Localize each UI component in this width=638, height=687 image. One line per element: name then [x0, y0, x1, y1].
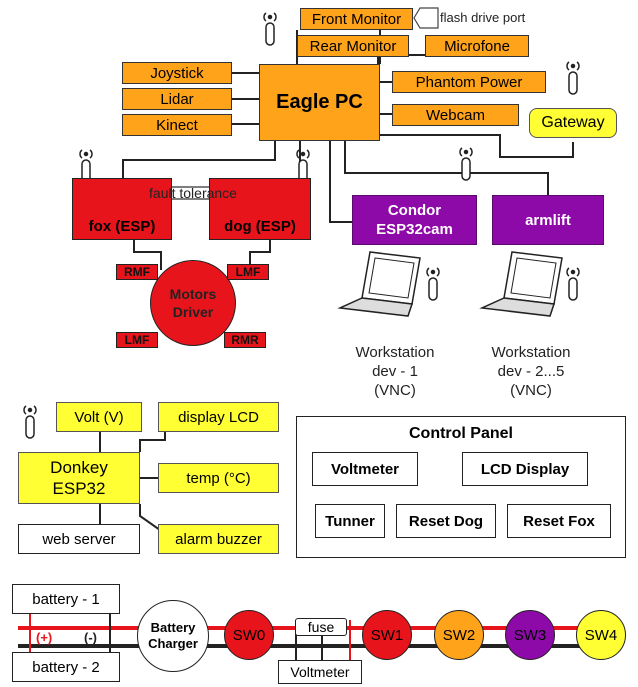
condor-esp32cam-box: Condor ESP32cam — [352, 195, 477, 245]
kinect-box: Kinect — [122, 114, 232, 136]
reset-dog-button[interactable]: Reset Dog — [396, 504, 496, 538]
fuse-box: fuse — [295, 618, 347, 636]
battery-2-box: battery - 2 — [12, 652, 120, 682]
microfone-box: Microfone — [425, 35, 529, 57]
rear-monitor-box: Rear Monitor — [297, 35, 409, 57]
donkey-esp32-box: Donkey ESP32 — [18, 452, 140, 504]
volt-box: Volt (V) — [56, 402, 142, 432]
battery-label: Battery — [150, 620, 196, 635]
reset-fox-button[interactable]: Reset Fox — [507, 504, 611, 538]
sw4-circle: SW4 — [576, 610, 626, 660]
sw1-circle: SW1 — [362, 610, 412, 660]
tunner-button[interactable]: Tunner — [315, 504, 385, 538]
battery-1-box: battery - 1 — [12, 584, 120, 614]
ws1-line2: dev - 1 — [372, 363, 418, 380]
front-monitor-box: Front Monitor — [300, 8, 413, 30]
rmf-box: RMF — [116, 264, 158, 280]
display-lcd-box: display LCD — [158, 402, 279, 432]
ws1-line3: (VNC) — [374, 382, 416, 399]
antenna-icon — [23, 12, 580, 439]
web-server-box: web server — [18, 524, 140, 554]
lmf-top-box: LMF — [227, 264, 269, 280]
voltmeter-box: Voltmeter — [278, 660, 362, 684]
temp-box: temp (°C) — [158, 463, 279, 493]
flash-drive-arrow-icon — [413, 7, 439, 29]
positive-terminal-label: (+) — [36, 630, 53, 645]
eagle-pc-box: Eagle PC — [259, 64, 380, 141]
flash-drive-port-label: flash drive port — [440, 10, 526, 25]
laptop-icon — [337, 251, 563, 317]
battery-charger-circle: Battery Charger — [137, 600, 209, 672]
ws2-line2: dev - 2...5 — [497, 363, 565, 380]
ws2-line3: (VNC) — [510, 382, 552, 399]
driver-label: Driver — [172, 304, 214, 320]
workstation-1-label: Workstation dev - 1 (VNC) — [343, 343, 447, 400]
lidar-box: Lidar — [122, 88, 232, 110]
joystick-box: Joystick — [122, 62, 232, 84]
gateway-box: Gateway — [529, 108, 617, 138]
rmr-box: RMR — [224, 332, 266, 348]
donkey-label: Donkey — [50, 458, 108, 477]
ws2-line1: Workstation — [491, 344, 571, 361]
control-panel-title: Control Panel — [408, 425, 513, 442]
voltmeter-button[interactable]: Voltmeter — [312, 452, 418, 486]
fox-esp-box: fox (ESP) — [72, 178, 172, 240]
workstation-2-label: Workstation dev - 2...5 (VNC) — [476, 343, 586, 400]
sw0-circle: SW0 — [224, 610, 274, 660]
ws1-line1: Workstation — [355, 344, 435, 361]
lmf-bottom-box: LMF — [116, 332, 158, 348]
esp32-label: ESP32 — [52, 479, 106, 498]
phantom-power-box: Phantom Power — [392, 71, 546, 93]
motors-label: Motors — [169, 286, 217, 302]
negative-terminal-label: (-) — [84, 630, 97, 645]
armlift-box: armlift — [492, 195, 604, 245]
alarm-buzzer-box: alarm buzzer — [158, 524, 279, 554]
charger-label: Charger — [148, 636, 198, 651]
esp32cam-label: ESP32cam — [376, 221, 453, 238]
lcd-display-button[interactable]: LCD Display — [462, 452, 588, 486]
motors-driver-circle: Motors Driver — [150, 260, 236, 346]
sw3-circle: SW3 — [505, 610, 555, 660]
dog-esp-box: dog (ESP) — [209, 178, 311, 240]
fault-tolerance-label: fault tolerance — [149, 185, 237, 201]
sw2-circle: SW2 — [434, 610, 484, 660]
condor-label: Condor — [387, 202, 442, 219]
webcam-box: Webcam — [392, 104, 519, 126]
